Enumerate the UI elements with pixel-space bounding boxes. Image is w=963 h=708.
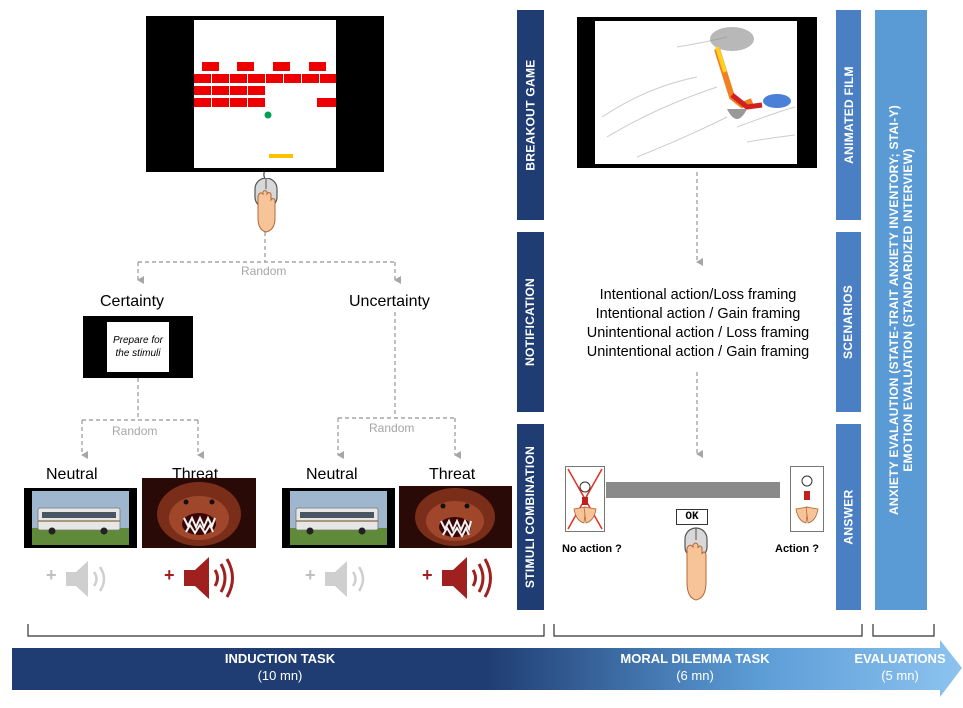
random-label-uncertainty: Random bbox=[369, 421, 415, 435]
plus-threat-1: + bbox=[164, 565, 175, 585]
paddle bbox=[269, 154, 293, 158]
timeline-arrow bbox=[12, 640, 962, 697]
evaluation-line-2: EMOTION EVALUATION (STANDARDIZED INTERVI… bbox=[901, 148, 916, 472]
action-label: Action ? bbox=[775, 543, 819, 555]
neutral-label-2: Neutral bbox=[306, 466, 358, 483]
breakout-bricks bbox=[194, 62, 336, 107]
band-scenarios: SCENARIOS bbox=[836, 232, 861, 412]
volcano-film-icon bbox=[577, 17, 817, 168]
evaluations-label: EVALUATIONS (5 mn) bbox=[854, 651, 946, 683]
notice-screen: Prepare for the stimuli bbox=[83, 316, 193, 378]
neutral-label-1: Neutral bbox=[46, 466, 98, 483]
mouse-hand-icon bbox=[250, 177, 282, 234]
condition-1: Intentional action/Loss framing bbox=[599, 287, 797, 303]
band-evaluation: ANXIETY EVALAUTION (STATE-TRAIT ANXIETY … bbox=[875, 10, 927, 610]
band-answer: ANSWER bbox=[836, 424, 861, 610]
certainty-label: Certainty bbox=[100, 293, 165, 310]
condition-3: Unintentional action / Loss framing bbox=[586, 325, 810, 341]
band-stimuli-combination: STIMULI COMBINATION bbox=[517, 424, 544, 610]
speaker-icon bbox=[438, 554, 496, 602]
hand-button-icon bbox=[678, 526, 714, 602]
speaker-icon bbox=[180, 554, 238, 602]
ok-button[interactable]: OK bbox=[676, 509, 708, 525]
plus-neutral-1: + bbox=[46, 565, 57, 585]
ball bbox=[264, 111, 272, 119]
no-action-label: No action ? bbox=[562, 543, 622, 555]
breakout-screen bbox=[146, 16, 384, 172]
condition-4: Unintentional action / Gain framing bbox=[586, 344, 810, 360]
threat-image-1 bbox=[142, 478, 256, 548]
moral-dilemma-task-label: MORAL DILEMMA TASK (6 mn) bbox=[620, 651, 770, 683]
no-action-card bbox=[565, 466, 605, 532]
neutral-image-1 bbox=[24, 488, 137, 548]
timeline-brackets bbox=[27, 624, 935, 637]
band-breakout-game: BREAKOUT GAME bbox=[517, 10, 544, 220]
threat-image-2 bbox=[399, 486, 512, 548]
neutral-image-2 bbox=[282, 488, 395, 548]
plus-neutral-2: + bbox=[305, 565, 316, 585]
band-notification: NOTIFICATION bbox=[517, 232, 544, 412]
induction-task-label: INDUCTION TASK (10 mn) bbox=[224, 651, 336, 683]
evaluation-line-1: ANXIETY EVALAUTION (STATE-TRAIT ANXIETY … bbox=[887, 104, 902, 516]
notice-text: Prepare for the stimuli bbox=[112, 335, 164, 359]
band-animated-film: ANIMATED FILM bbox=[836, 10, 861, 220]
random-label-certainty: Random bbox=[112, 424, 158, 438]
condition-2: Intentional action / Gain framing bbox=[595, 306, 801, 322]
uncertainty-label: Uncertainty bbox=[349, 293, 430, 310]
threat-label-2: Threat bbox=[429, 466, 476, 483]
speaker-icon bbox=[321, 558, 371, 600]
speaker-icon bbox=[62, 558, 112, 600]
plus-threat-2: + bbox=[422, 565, 433, 585]
response-bar bbox=[606, 482, 780, 498]
random-label-top: Random bbox=[241, 264, 287, 278]
scenario-conditions: Intentional action/Loss framing Intentio… bbox=[560, 286, 836, 362]
action-card bbox=[790, 466, 824, 532]
